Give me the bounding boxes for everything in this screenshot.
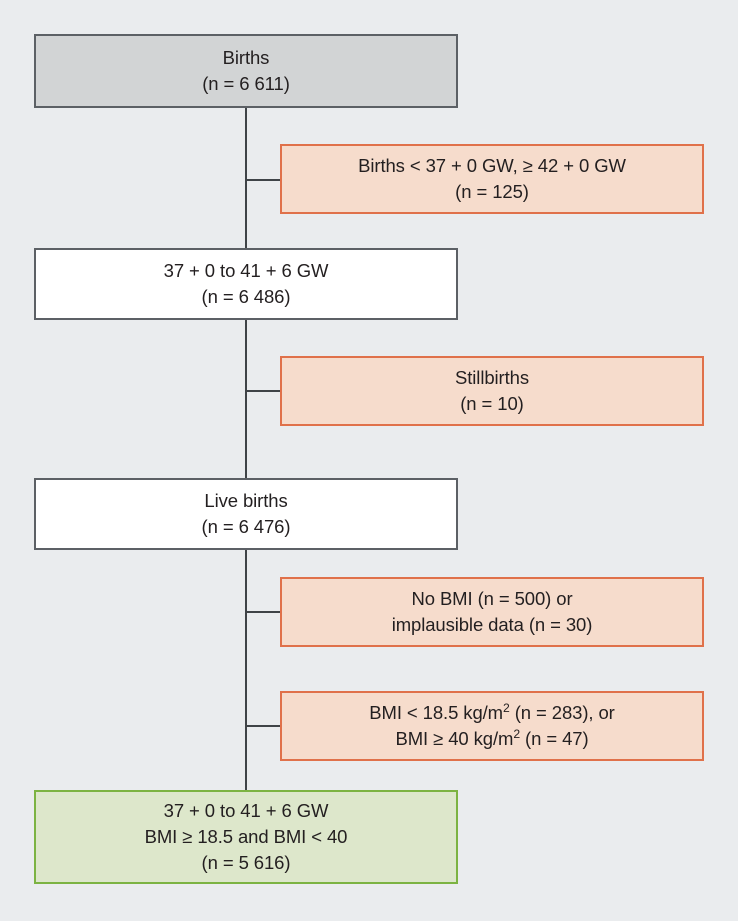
connector-births-to-term <box>245 108 247 248</box>
node-live-births-line2: (n = 6 476) <box>201 516 291 537</box>
node-analysis-cohort-line3: (n = 5 616) <box>201 852 291 874</box>
node-bmi-missing-excluded: No BMI (n = 500) or implausible data (n … <box>280 577 704 647</box>
node-births-line1: Births <box>222 46 270 68</box>
connector-live-births-to-cohort <box>245 550 247 790</box>
node-gestational-age-excluded-line1: Births < 37 + 0 GW, ≥ 42 + 0 GW <box>358 154 626 176</box>
node-bmi-range-excluded-line1: BMI < 18.5 kg/m2 (n = 283), or <box>369 700 615 726</box>
connector-branch-bmi-range <box>245 725 280 727</box>
connector-branch-bmi-missing <box>245 611 280 613</box>
connector-branch-stillbirths <box>245 390 280 392</box>
node-bmi-range-excluded-line2: BMI ≥ 40 kg/m2 (n = 47) <box>395 726 588 752</box>
node-live-births-line1: Live births <box>204 489 288 511</box>
node-bmi-range-excluded: BMI < 18.5 kg/m2 (n = 283), or BMI ≥ 40 … <box>280 691 704 761</box>
node-stillbirths-excluded-line1: Stillbirths <box>455 366 529 388</box>
node-stillbirths-excluded: Stillbirths (n = 10) <box>280 356 704 426</box>
node-bmi-range-excluded-line2-sup: 2 <box>513 726 520 741</box>
connector-branch-gestational-age <box>245 179 280 181</box>
node-stillbirths-excluded-line2: (n = 10) <box>460 393 524 414</box>
node-analysis-cohort-line2: BMI ≥ 18.5 and BMI < 40 <box>144 825 348 847</box>
node-live-births: Live births (n = 6 476) <box>34 478 458 550</box>
node-bmi-range-excluded-line1-sup: 2 <box>503 700 510 715</box>
node-bmi-range-excluded-line1-post: (n = 283), or <box>509 701 615 723</box>
node-gestational-age-excluded-line2: (n = 125) <box>455 181 529 202</box>
node-gestational-age-excluded: Births < 37 + 0 GW, ≥ 42 + 0 GW (n = 125… <box>280 144 704 214</box>
node-term-births-line1: 37 + 0 to 41 + 6 GW <box>163 259 329 281</box>
node-term-births-line2: (n = 6 486) <box>201 286 291 307</box>
node-bmi-range-excluded-line2-post: (n = 47) <box>520 728 589 749</box>
node-analysis-cohort: 37 + 0 to 41 + 6 GW BMI ≥ 18.5 and BMI <… <box>34 790 458 884</box>
node-births-line2: (n = 6 611) <box>202 73 290 94</box>
node-bmi-missing-excluded-line2: implausible data (n = 30) <box>391 614 593 635</box>
node-bmi-missing-excluded-line1: No BMI (n = 500) or <box>411 587 573 609</box>
node-term-births: 37 + 0 to 41 + 6 GW (n = 6 486) <box>34 248 458 320</box>
connector-term-to-live-births <box>245 320 247 478</box>
node-analysis-cohort-line1: 37 + 0 to 41 + 6 GW <box>163 799 329 821</box>
node-births: Births (n = 6 611) <box>34 34 458 108</box>
node-bmi-range-excluded-line2-pre: BMI ≥ 40 kg/m <box>395 728 514 749</box>
node-bmi-range-excluded-line1-pre: BMI < 18.5 kg/m <box>369 701 503 723</box>
